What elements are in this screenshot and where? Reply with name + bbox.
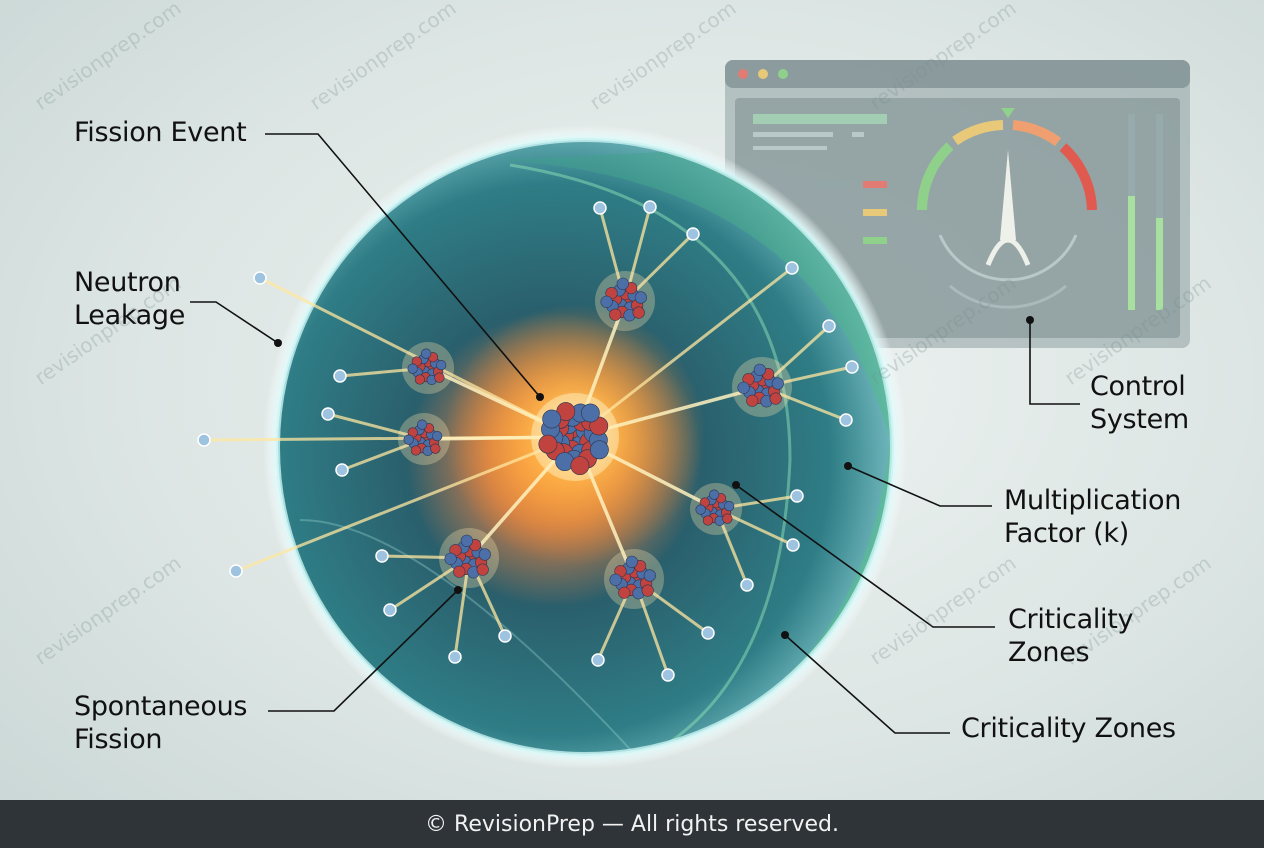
nucleus-icon xyxy=(604,549,664,609)
label-criticality-zones-a: Criticality Zones xyxy=(1008,604,1134,668)
neutron-icon xyxy=(253,271,267,285)
neutron-icon xyxy=(321,407,335,421)
leader-criticality-zones-b xyxy=(784,634,950,734)
nucleus-icon xyxy=(402,342,454,394)
neutron-icon xyxy=(839,413,853,427)
window-controls-icon xyxy=(738,69,788,79)
neutron-icon xyxy=(643,200,657,214)
neutron-icon xyxy=(845,360,859,374)
leader-spontaneous-fission xyxy=(268,589,459,712)
neutron-icon xyxy=(790,489,804,503)
leader-fission-event xyxy=(265,133,541,398)
neutron-icon xyxy=(333,369,347,383)
nucleus-icon xyxy=(595,271,655,331)
neutron-icon xyxy=(335,463,349,477)
leader-neutron-leakage xyxy=(190,301,279,344)
neutron-icon xyxy=(375,549,389,563)
neutron-icon xyxy=(686,227,700,241)
neutron-icon xyxy=(229,564,243,578)
neutron-ray xyxy=(573,266,794,439)
leader-criticality-zones-a xyxy=(735,484,995,628)
nucleus-icon xyxy=(398,413,450,465)
footer-text: © RevisionPrep — All rights reserved. xyxy=(425,811,839,837)
neutron-icon xyxy=(448,650,462,664)
neutron-icon xyxy=(786,538,800,552)
label-fission-event: Fission Event xyxy=(74,117,247,148)
label-control-system: Control System xyxy=(1090,371,1189,435)
label-spontaneous-fission: Spontaneous Fission xyxy=(74,691,248,755)
neutron-icon xyxy=(591,653,605,667)
neutron-icon xyxy=(661,668,675,682)
neutron-icon xyxy=(383,603,397,617)
neutron-icon xyxy=(822,319,836,333)
footer-copyright: © RevisionPrep — All rights reserved. xyxy=(0,800,1264,848)
leader-lines xyxy=(190,133,1080,734)
neutron-ray xyxy=(234,435,577,573)
label-multiplication-factor: Multiplication Factor (k) xyxy=(1004,485,1182,549)
diagram-stage: revisionprep.com revisionprep.com revisi… xyxy=(30,0,1215,769)
nucleus-icon xyxy=(531,393,619,481)
nucleus-icon xyxy=(732,357,792,417)
criticality-diagram xyxy=(190,60,1190,769)
nuclei-group xyxy=(398,271,792,609)
neutrons-group xyxy=(197,200,859,682)
leader-multiplication-factor xyxy=(847,465,992,507)
leader-control-system xyxy=(1029,320,1080,405)
neutron-icon xyxy=(593,201,607,215)
label-neutron-leakage: Neutron Leakage xyxy=(74,267,186,331)
nucleus-icon xyxy=(439,528,499,588)
neutron-icon xyxy=(740,578,754,592)
gauge-icon xyxy=(917,108,1097,309)
neutron-icon xyxy=(785,261,799,275)
label-criticality-zones-b: Criticality Zones xyxy=(961,713,1176,744)
neutron-icon xyxy=(701,626,715,640)
neutron-icon xyxy=(197,433,211,447)
neutron-icon xyxy=(498,629,512,643)
nucleus-icon xyxy=(690,483,742,535)
